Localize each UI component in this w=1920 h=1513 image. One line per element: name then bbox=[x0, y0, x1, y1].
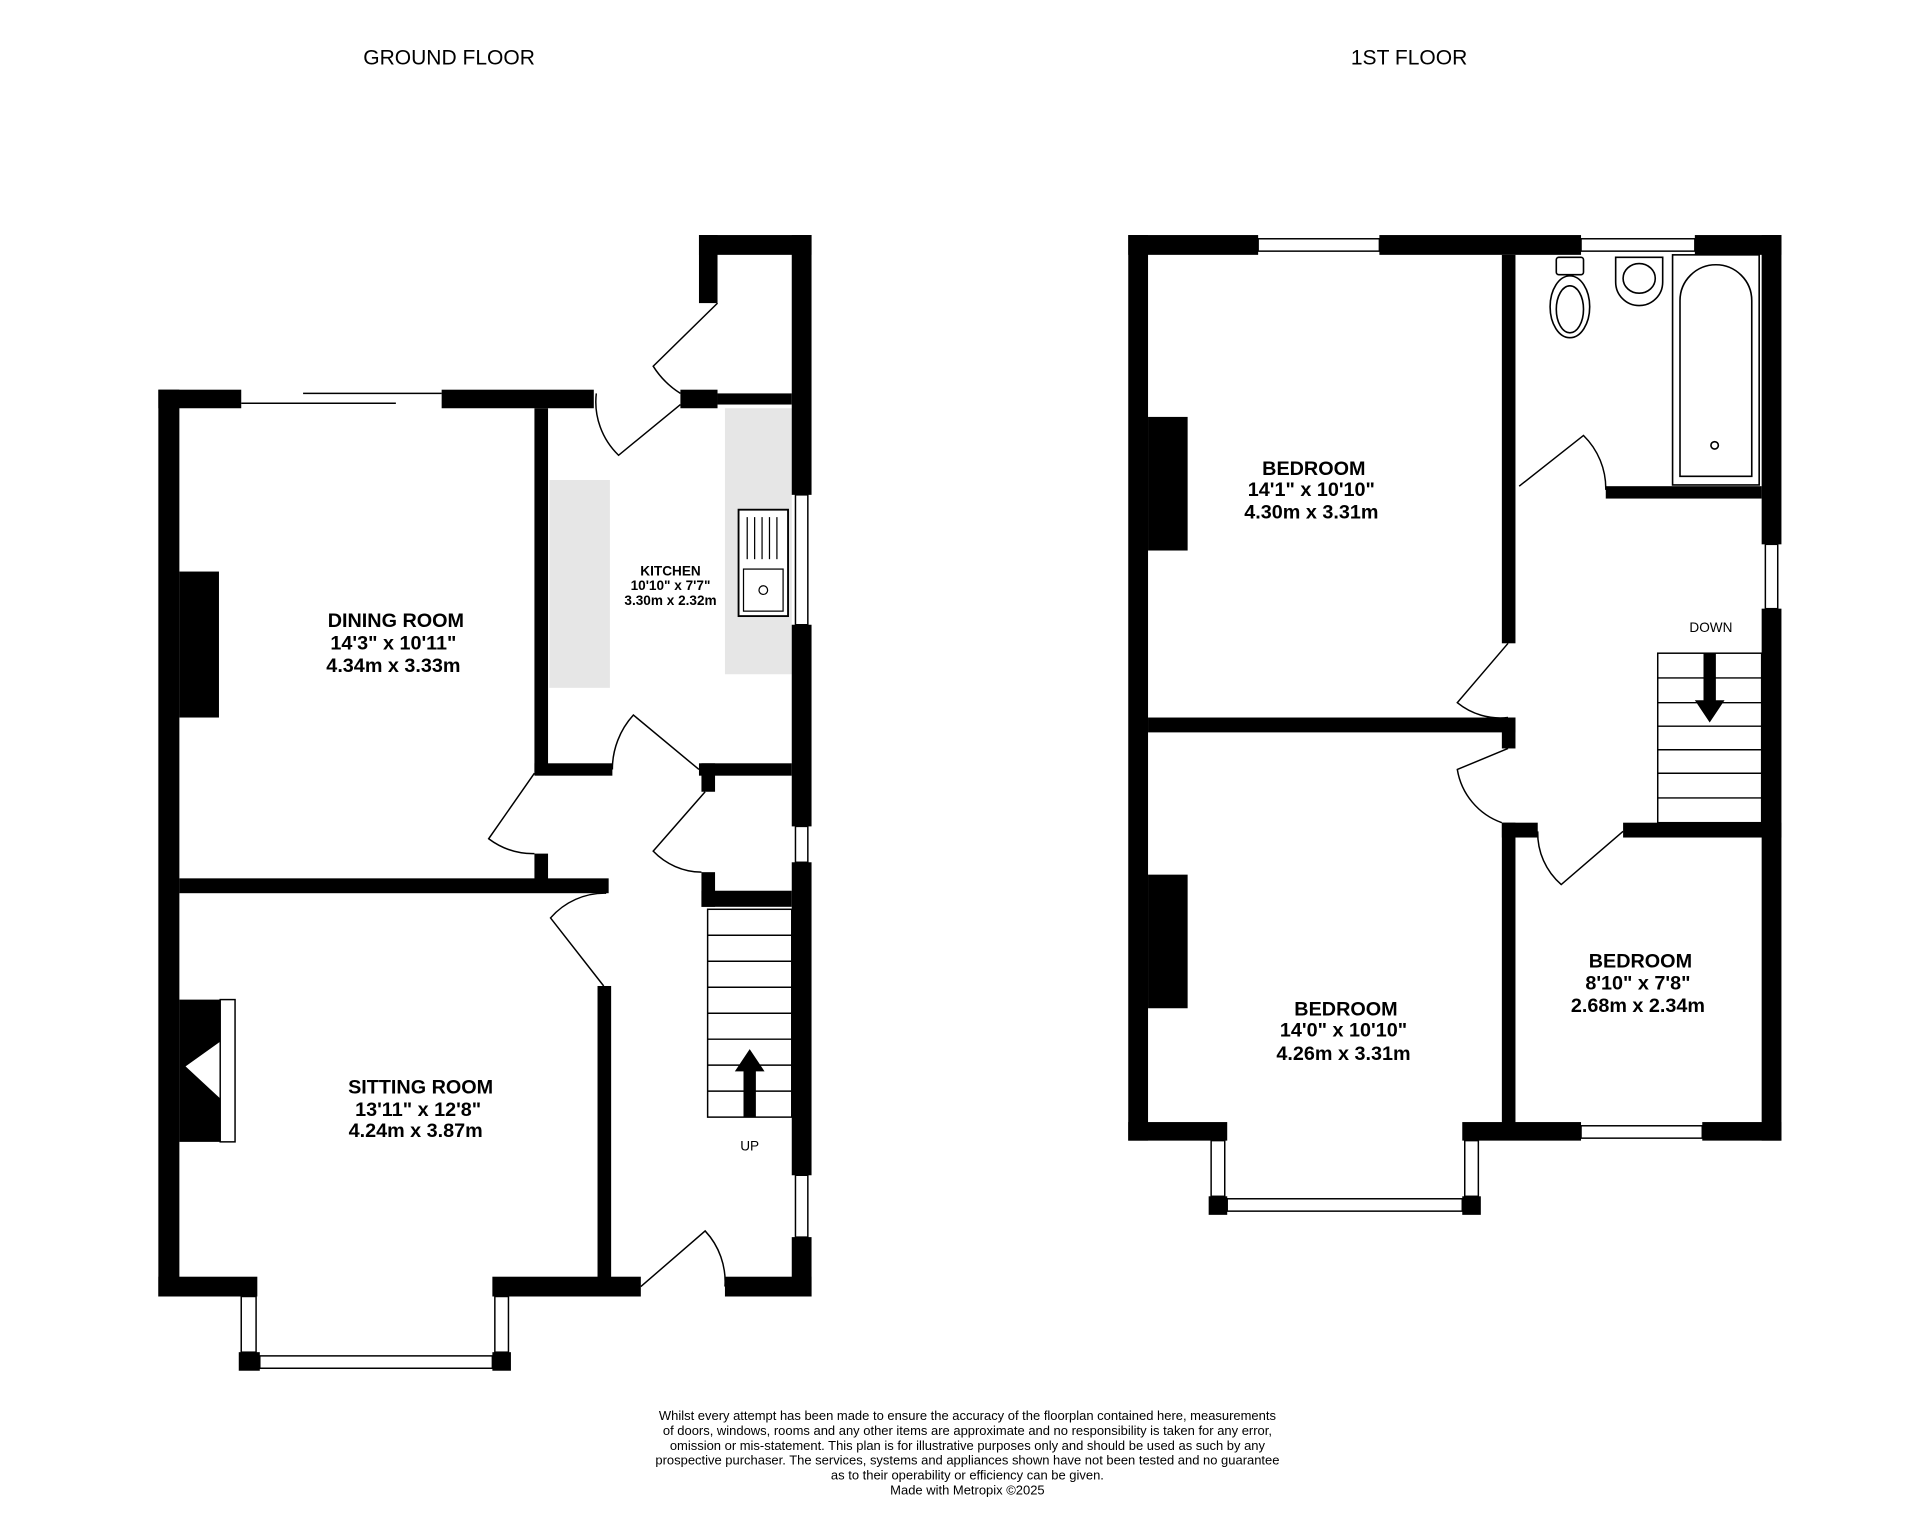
disclaimer-line: prospective purchaser. The services, sys… bbox=[655, 1453, 1279, 1468]
arrow-up-icon bbox=[734, 1049, 765, 1118]
chimney-breast bbox=[1148, 874, 1188, 1009]
first-floor-plan: DOWN BEDROOM 14'1" x 10'10" 4.30m x 3.31… bbox=[1128, 235, 1782, 1215]
disclaimer-line: Whilst every attempt has been made to en… bbox=[659, 1408, 1277, 1423]
chimney-breast bbox=[179, 571, 219, 718]
hearth bbox=[219, 998, 236, 1143]
stairs-label: UP bbox=[740, 1139, 759, 1154]
room-size-metric: 2.68m x 2.34m bbox=[1571, 995, 1705, 1017]
ground-floor-title: GROUND FLOOR bbox=[363, 46, 535, 69]
chimney-breast bbox=[1148, 416, 1188, 551]
fireplace-icon bbox=[179, 999, 221, 1142]
sliding-door bbox=[241, 392, 442, 405]
kitchen-counter bbox=[549, 480, 610, 688]
disclaimer-line: omission or mis-statement. This plan is … bbox=[670, 1438, 1266, 1453]
room-bedroom-1: BEDROOM 14'1" x 10'10" 4.30m x 3.31m bbox=[1244, 458, 1378, 523]
walls bbox=[158, 235, 812, 1371]
room-name: BEDROOM bbox=[1589, 950, 1692, 972]
room-name: BEDROOM bbox=[1294, 999, 1397, 1021]
disclaimer-line: of doors, windows, rooms and any other i… bbox=[663, 1423, 1272, 1438]
room-name: DINING ROOM bbox=[328, 610, 464, 632]
room-name: KITCHEN bbox=[640, 563, 700, 578]
room-size-imperial: 10'10" x 7'7" bbox=[631, 578, 711, 593]
room-name: SITTING ROOM bbox=[348, 1077, 493, 1099]
room-kitchen: KITCHEN 10'10" x 7'7" 3.30m x 2.32m bbox=[624, 563, 716, 608]
room-bedroom-2: BEDROOM 14'0" x 10'10" 4.26m x 3.31m bbox=[1276, 999, 1410, 1066]
stairs-label: DOWN bbox=[1689, 620, 1732, 635]
walls bbox=[1128, 235, 1782, 1215]
room-size-imperial: 14'0" x 10'10" bbox=[1280, 1020, 1407, 1042]
room-dining: DINING ROOM 14'3" x 10'11" 4.34m x 3.33m bbox=[326, 610, 464, 677]
basin-icon bbox=[1614, 256, 1664, 307]
sink-icon bbox=[737, 508, 789, 618]
room-sitting: SITTING ROOM 13'11" x 12'8" 4.24m x 3.87… bbox=[348, 1077, 493, 1142]
room-bedroom-3: BEDROOM 8'10" x 7'8" 2.68m x 2.34m bbox=[1571, 950, 1705, 1017]
room-size-metric: 3.30m x 2.32m bbox=[624, 593, 716, 608]
bath-icon bbox=[1671, 254, 1760, 486]
arrow-down-icon bbox=[1694, 653, 1725, 723]
windows bbox=[1210, 238, 1779, 1212]
room-size-metric: 4.26m x 3.31m bbox=[1276, 1043, 1410, 1065]
room-size-metric: 4.34m x 3.33m bbox=[326, 655, 460, 677]
room-size-imperial: 14'1" x 10'10" bbox=[1248, 479, 1375, 501]
windows bbox=[240, 494, 809, 1369]
doors bbox=[487, 302, 726, 1288]
doors bbox=[1456, 434, 1624, 886]
room-size-metric: 4.30m x 3.31m bbox=[1244, 501, 1378, 523]
ground-floor-plan: UP DINING ROOM 14'3" x 10'11" 4.34m x 3.… bbox=[158, 235, 812, 1371]
room-name: BEDROOM bbox=[1262, 458, 1365, 480]
room-size-metric: 4.24m x 3.87m bbox=[349, 1120, 483, 1142]
disclaimer-line: as to their operability or efficiency ca… bbox=[831, 1468, 1104, 1483]
first-floor-title: 1ST FLOOR bbox=[1351, 46, 1467, 69]
disclaimer-line: Made with Metropix ©2025 bbox=[890, 1482, 1044, 1497]
room-size-imperial: 14'3" x 10'11" bbox=[330, 632, 456, 654]
room-size-imperial: 13'11" x 12'8" bbox=[355, 1099, 481, 1121]
disclaimer: Whilst every attempt has been made to en… bbox=[655, 1408, 1279, 1497]
toilet-icon bbox=[1549, 256, 1591, 339]
room-size-imperial: 8'10" x 7'8" bbox=[1585, 973, 1690, 995]
